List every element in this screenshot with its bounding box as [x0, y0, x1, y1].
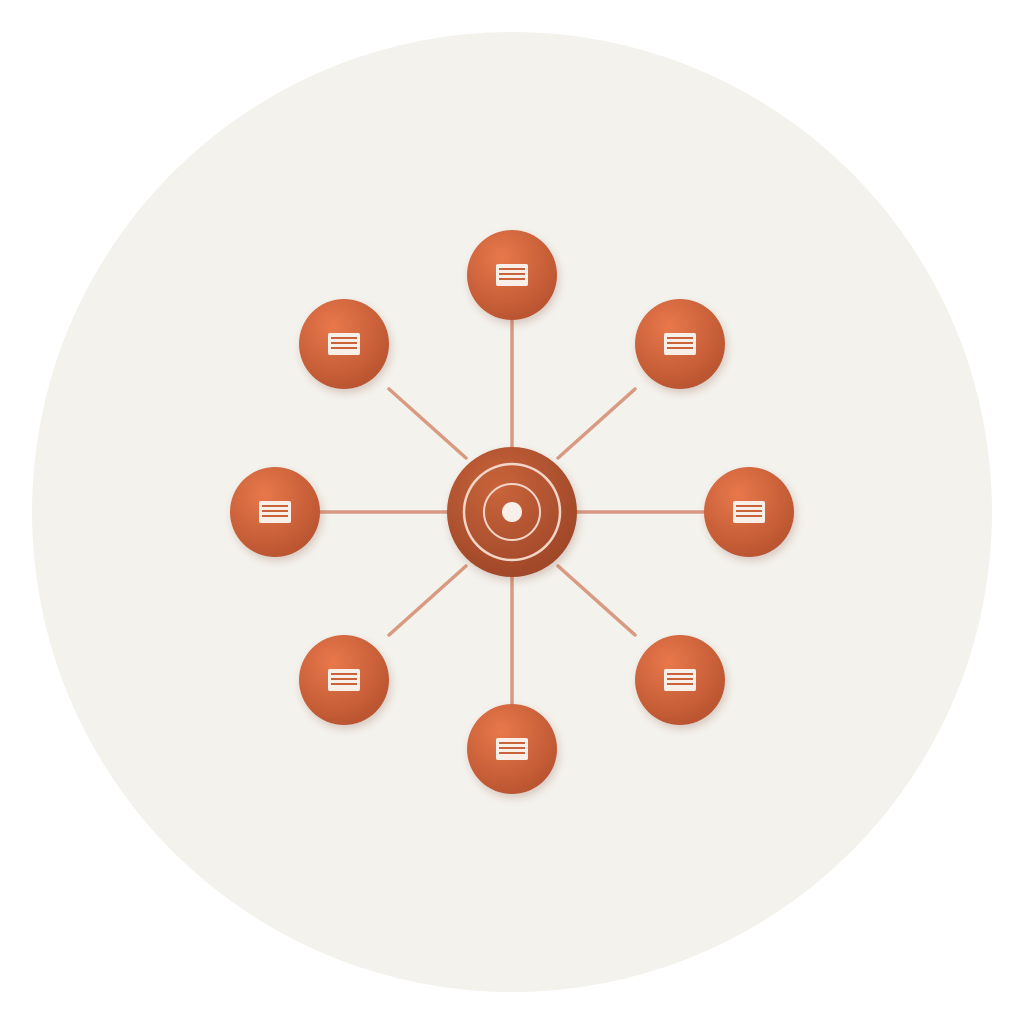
spoke-node-left[interactable]	[230, 467, 320, 557]
spoke-node-top[interactable]	[467, 230, 557, 320]
hub-node[interactable]	[447, 447, 577, 577]
spoke-node-top-left[interactable]	[299, 299, 389, 389]
document-lines-icon	[496, 738, 528, 760]
document-lines-icon	[328, 333, 360, 355]
document-lines-icon	[496, 264, 528, 286]
spoke-node-top-right[interactable]	[635, 299, 725, 389]
document-lines-icon	[733, 501, 765, 523]
spoke-node-bottom-left[interactable]	[299, 635, 389, 725]
document-lines-icon	[664, 669, 696, 691]
spoke-nodes	[230, 230, 794, 794]
spoke-node-bottom-right[interactable]	[635, 635, 725, 725]
connector-bottom-right	[556, 564, 637, 637]
document-lines-icon	[259, 501, 291, 523]
connector-top-right	[556, 387, 637, 460]
spoke-node-bottom[interactable]	[467, 704, 557, 794]
spoke-node-right[interactable]	[704, 467, 794, 557]
document-lines-icon	[664, 333, 696, 355]
target-rings-icon	[462, 462, 562, 562]
connector-top-left	[387, 387, 468, 460]
document-lines-icon	[328, 669, 360, 691]
connector-bottom-left	[387, 564, 468, 637]
connector-lines	[318, 318, 706, 706]
